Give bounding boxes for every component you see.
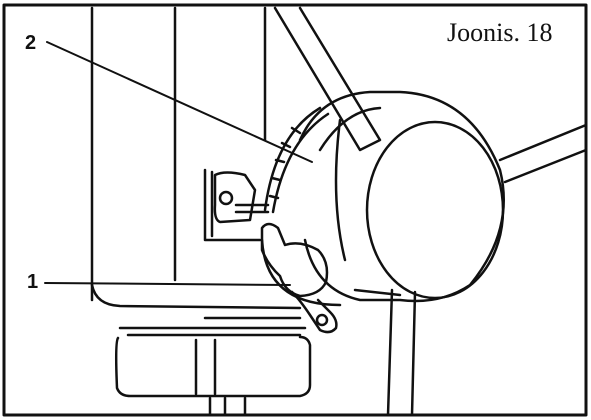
column-body (90, 6, 302, 320)
figure-frame (2, 3, 588, 417)
figure-title: Joonis. 18 (447, 18, 553, 47)
leader-line-2 (46, 41, 313, 163)
feed-handles (273, 6, 588, 417)
leader-line-1 (44, 282, 291, 286)
callout-label-2: 2 (25, 32, 37, 54)
depth-stop-bracket (203, 168, 270, 242)
locking-lever (260, 222, 338, 334)
callout-label-1: 1 (27, 271, 39, 293)
feed-hub (298, 90, 505, 303)
quill-collar (114, 326, 312, 417)
